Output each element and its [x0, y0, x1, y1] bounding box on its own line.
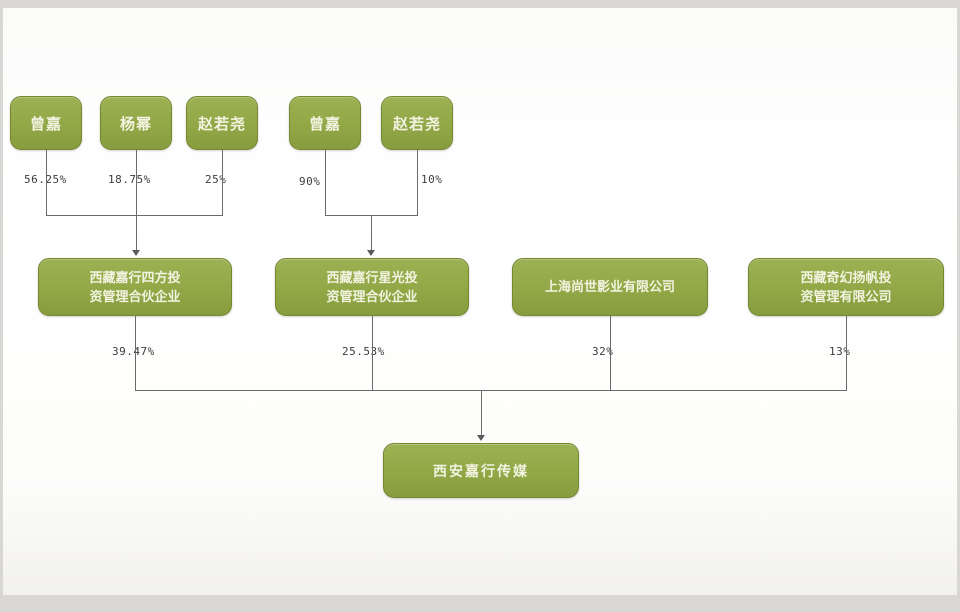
connector-line: [325, 150, 326, 216]
connector-line: [135, 316, 136, 390]
org-node-shareholder-4: 曾嘉: [289, 96, 361, 150]
org-node-shareholder-3: 赵若尧: [186, 96, 258, 150]
connector-line: [135, 390, 847, 391]
org-node-label: 西藏嘉行四方投资管理合伙企业: [89, 269, 181, 305]
org-node-label: 曾嘉: [29, 115, 62, 133]
ownership-label: 39.47%: [112, 345, 155, 358]
connector-line: [371, 215, 372, 252]
org-node-entity-2: 西藏嘉行星光投资管理合伙企业: [275, 258, 469, 316]
org-node-label: 杨幂: [119, 115, 152, 133]
ownership-label: 90%: [299, 175, 321, 188]
org-node-entity-1: 西藏嘉行四方投资管理合伙企业: [38, 258, 232, 316]
connector-line: [136, 150, 137, 252]
org-node-label: 赵若尧: [392, 115, 441, 133]
ownership-label: 32%: [592, 345, 614, 358]
connector-line: [46, 150, 47, 216]
ownership-label: 25.53%: [342, 345, 385, 358]
connector-line: [46, 215, 223, 216]
connector-line: [846, 316, 847, 390]
arrowhead-icon: [132, 250, 140, 256]
org-node-label: 上海尚世影业有限公司: [544, 279, 675, 295]
connector-line: [481, 390, 482, 437]
ownership-label: 56.25%: [24, 173, 67, 186]
org-node-shareholder-5: 赵若尧: [381, 96, 453, 150]
org-node-entity-3: 上海尚世影业有限公司: [512, 258, 708, 316]
arrowhead-icon: [367, 250, 375, 256]
connector-line: [610, 316, 611, 390]
org-node-label: 西藏奇幻扬帆投资管理有限公司: [800, 269, 892, 305]
connector-line: [417, 150, 418, 216]
ownership-label: 10%: [421, 173, 443, 186]
connector-line: [372, 316, 373, 390]
org-node-label: 西藏嘉行星光投资管理合伙企业: [326, 269, 418, 305]
org-node-label: 赵若尧: [197, 115, 246, 133]
ownership-label: 18.75%: [108, 173, 151, 186]
ownership-label: 25%: [205, 173, 227, 186]
connector-line: [222, 150, 223, 216]
org-node-shareholder-2: 杨幂: [100, 96, 172, 150]
org-node-label: 曾嘉: [308, 115, 341, 133]
org-node-target-company: 西安嘉行传媒: [383, 443, 579, 498]
arrowhead-icon: [477, 435, 485, 441]
org-node-entity-4: 西藏奇幻扬帆投资管理有限公司: [748, 258, 944, 316]
ownership-label: 13%: [829, 345, 851, 358]
org-node-shareholder-1: 曾嘉: [10, 96, 82, 150]
org-node-label: 西安嘉行传媒: [433, 462, 529, 479]
